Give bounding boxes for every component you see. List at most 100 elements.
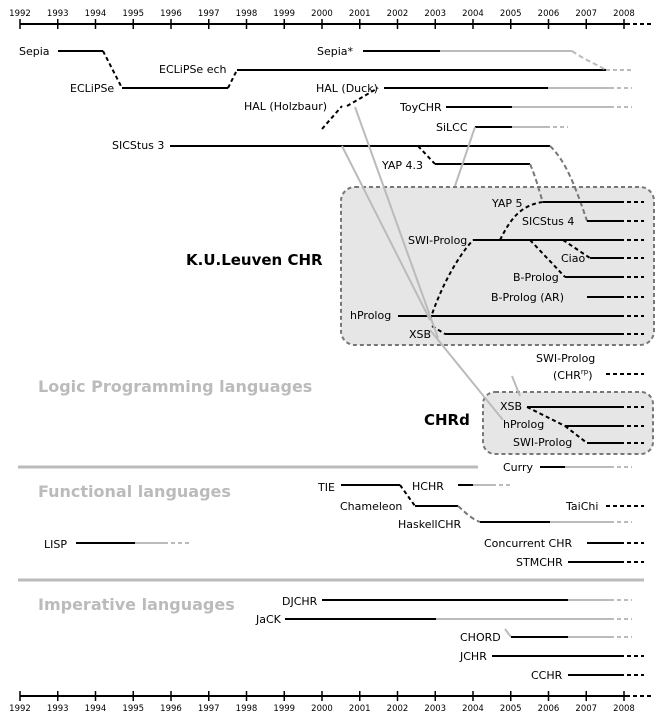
label-sicstus3: SICStus 3: [112, 139, 164, 152]
timeline-segment-53: [511, 375, 521, 397]
tick-label-1994: 1994: [85, 9, 107, 19]
label-ciao: Ciao: [561, 252, 585, 265]
label-swi-prolog-rp: SWI-Prolog: [536, 352, 595, 365]
label-taichi: TaiChi: [565, 500, 598, 513]
tick-label-2002: 2002: [387, 9, 409, 19]
timeline-segment-50: [454, 126, 476, 187]
timeline-segment-33: [562, 239, 591, 259]
tick-label-1992: 1992: [9, 9, 31, 19]
tick-label-2008: 2008: [613, 9, 635, 19]
tick-label-2007: 2007: [575, 9, 597, 19]
label-chrd-swi: SWI-Prolog: [513, 436, 572, 449]
label-hal-duck: HAL (Duck): [316, 82, 378, 95]
tick-label-2000: 2000: [311, 704, 333, 714]
timeline-segment-13: [346, 87, 379, 107]
section-title-functional: Functional languages: [38, 482, 231, 501]
tick-label-2003: 2003: [424, 704, 446, 714]
tick-label-1993: 1993: [47, 704, 69, 714]
label-silcc: SiLCC: [436, 121, 468, 134]
label-concurrent-chr: Concurrent CHR: [484, 537, 573, 550]
section-title-imperative: Imperative languages: [38, 595, 235, 614]
timeline-link-25: [529, 163, 544, 203]
label-hal-holzbaur: HAL (Holzbaur): [244, 100, 327, 113]
tick-label-2008: 2008: [613, 704, 635, 714]
tick-label-1999: 1999: [273, 704, 295, 714]
tick-label-2003: 2003: [424, 9, 446, 19]
label-hprolog: hProlog: [350, 309, 391, 322]
label-lisp: LISP: [44, 538, 67, 551]
timeline-segment-49: [354, 106, 439, 339]
system-labels: Sepia ECLiPSe ECLiPSe ech Sepia* HAL (Du…: [19, 45, 598, 682]
timeline-link-9: [571, 50, 607, 71]
label-toychr: ToyCHR: [399, 101, 442, 114]
label-eclipse: ECLiPSe: [70, 82, 114, 95]
tick-label-2006: 2006: [538, 704, 560, 714]
label-jchr: JCHR: [459, 650, 487, 663]
tick-label-1996: 1996: [160, 9, 182, 19]
label-sepia-star: Sepia*: [317, 45, 354, 58]
timeline-segment-4: [227, 69, 238, 89]
group-title-kuleuven: K.U.Leuven CHR: [186, 251, 323, 269]
label-xsb: XSB: [409, 328, 431, 341]
label-eclipse-ech: ECLiPSe ech: [159, 63, 227, 76]
label-djchr: DJCHR: [282, 595, 318, 608]
timeline-segment-56: [526, 406, 566, 427]
top-timeline-axis: 1992 1993 1994 1995 1996 1997 1998 1999 2000 2001…: [9, 9, 652, 29]
label-chameleon: Chameleon: [340, 500, 402, 513]
timeline-link-22: [549, 145, 588, 222]
timeline-link-47: [429, 239, 474, 321]
tick-label-1995: 1995: [122, 9, 144, 19]
timeline-segment-59: [564, 425, 588, 444]
label-chr-rp: (CHRrp): [553, 368, 593, 382]
tick-label-1993: 1993: [47, 9, 69, 19]
label-curry: Curry: [503, 461, 534, 474]
label-sepia: Sepia: [19, 45, 50, 58]
timeline-segment-14: [321, 105, 343, 130]
tick-label-2000: 2000: [311, 9, 333, 19]
label-haskellchr: HaskellCHR: [398, 518, 462, 531]
label-yap5: YAP 5: [491, 197, 523, 210]
tick-label-2007: 2007: [575, 704, 597, 714]
tick-label-2005: 2005: [500, 9, 522, 19]
tick-label-2004: 2004: [462, 704, 484, 714]
bottom-timeline-axis: 1992 1993 1994 1995 1996 1997 1998 1999 2000 2001…: [9, 691, 652, 714]
tick-label-1997: 1997: [198, 704, 220, 714]
timeline-segment-89: [504, 628, 512, 638]
label-yap43: YAP 4.3: [381, 159, 423, 172]
label-sicstus4: SICStus 4: [522, 215, 574, 228]
label-hchr: HCHR: [412, 480, 444, 493]
label-chrd-xsb: XSB: [500, 400, 522, 413]
tick-label-1994: 1994: [85, 704, 107, 714]
tick-label-2004: 2004: [462, 9, 484, 19]
system-lines: [58, 50, 644, 676]
tick-label-1998: 1998: [236, 704, 258, 714]
tick-label-1992: 1992: [9, 704, 31, 714]
timeline-segment-48: [341, 145, 431, 321]
tick-label-2005: 2005: [500, 704, 522, 714]
tick-label-1999: 1999: [273, 9, 295, 19]
tick-label-2006: 2006: [538, 9, 560, 19]
tick-label-2001: 2001: [349, 9, 371, 19]
label-jack: JaCK: [255, 613, 282, 626]
tick-label-1995: 1995: [122, 704, 144, 714]
tick-label-2002: 2002: [387, 704, 409, 714]
timeline-segment-51: [429, 329, 504, 421]
timeline-segment-66: [399, 484, 416, 507]
label-chrd-hprolog: hProlog: [503, 418, 544, 431]
label-stmchr: STMCHR: [516, 556, 563, 569]
tick-label-1998: 1998: [236, 9, 258, 19]
label-swi-prolog: SWI-Prolog: [408, 234, 467, 247]
label-cchr: CCHR: [531, 669, 563, 682]
tick-label-1997: 1997: [198, 9, 220, 19]
label-b-prolog: B-Prolog: [513, 271, 559, 284]
label-chord: CHORD: [460, 631, 501, 644]
group-title-chrd: CHRd: [424, 411, 470, 429]
tick-label-2001: 2001: [349, 704, 371, 714]
label-b-prolog-ar: B-Prolog (AR): [491, 291, 564, 304]
tick-label-1996: 1996: [160, 704, 182, 714]
timeline-link-71: [457, 505, 481, 523]
timeline-link-32: [499, 201, 544, 241]
section-title-logic: Logic Programming languages: [38, 377, 312, 396]
kuleuven-group-box: [340, 186, 655, 346]
